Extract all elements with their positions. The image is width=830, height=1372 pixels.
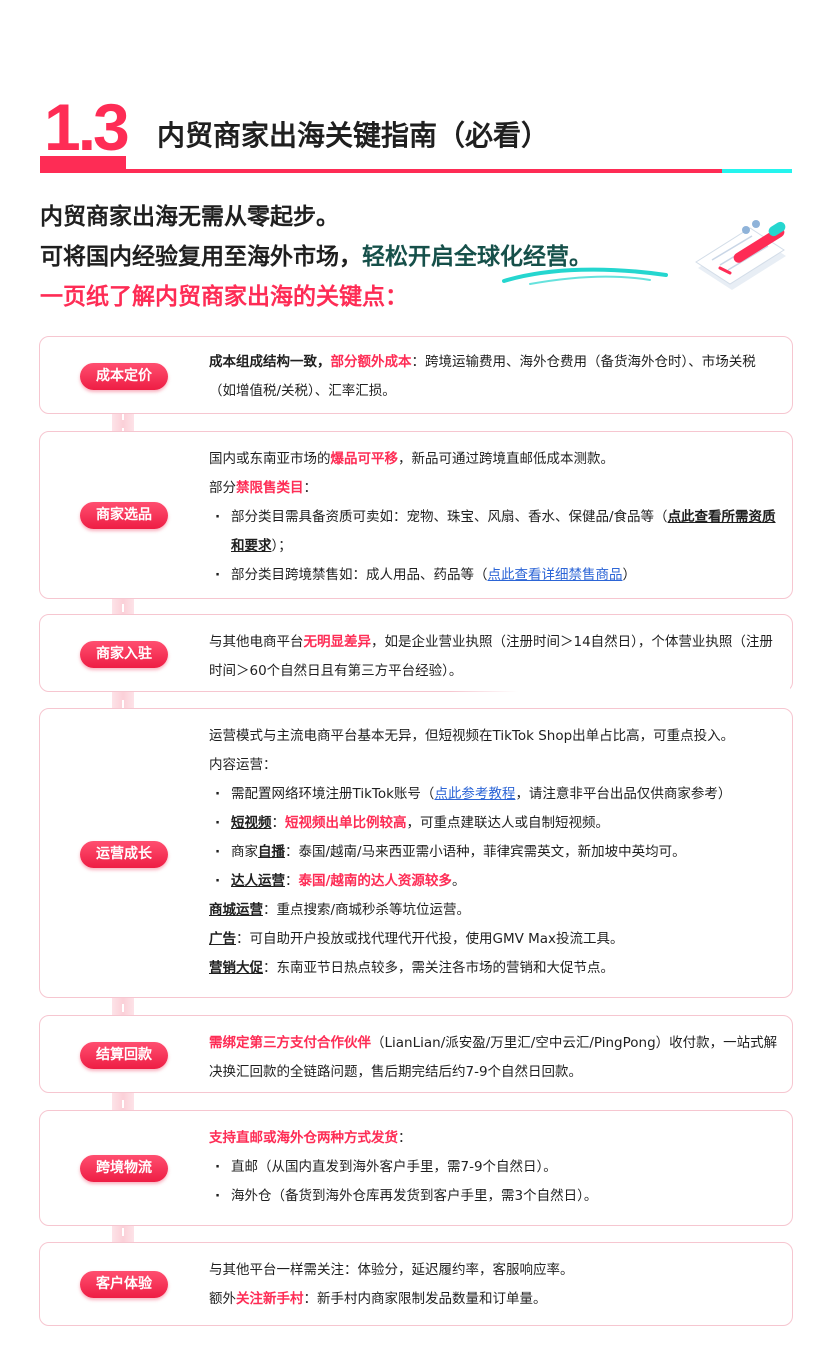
tag-operations-growth: 运营成长 <box>80 841 168 868</box>
intro-line-2-b: 轻松开启全球化经营。 <box>362 244 592 270</box>
logistics-bullet-1: 直邮（从国内直发到海外客户手里，需7-9个自然日）。 <box>209 1153 781 1182</box>
selection-p1: 国内或东南亚市场的爆品可平移，新品可通过跨境直邮低成本测款。 <box>209 451 614 467</box>
ops-bullet-3: 商家自播：泰国/越南/马来西亚需小语种，菲律宾需英文，新加坡中英均可。 <box>209 838 781 867</box>
tag-product-selection: 商家选品 <box>80 502 168 529</box>
ops-p3: 商城运营：重点搜索/商城秒杀等坑位运营。 <box>209 902 471 918</box>
content-operations-growth: 运营模式与主流电商平台基本无异，但短视频在TikTok Shop出单占比高，可重… <box>209 722 781 983</box>
card-cost-pricing <box>39 336 793 414</box>
cost-paragraph: 成本组成结构一致，部分额外成本：跨境运输费用、海外仓费用（备货海外仓时）、市场关… <box>209 354 756 399</box>
tag-settlement: 结算回款 <box>80 1042 168 1069</box>
selection-bullet-1: 部分类目需具备资质可卖如：宠物、珠宝、风扇、香水、保健品/食品等（点此查看所需资… <box>209 503 781 561</box>
selection-p2: 部分禁限售类目： <box>209 480 317 496</box>
content-cost-pricing: 成本组成结构一致，部分额外成本：跨境运输费用、海外仓费用（备货海外仓时）、市场关… <box>209 348 781 406</box>
settlement-paragraph: 需绑定第三方支付合作伙伴（LianLian/派安盈/万里汇/空中云汇/PingP… <box>209 1035 778 1080</box>
page-title: 内贸商家出海关键指南（必看） <box>157 119 550 152</box>
ops-bullet-1: 需配置网络环境注册TikTok账号（点此参考教程，请注意非平台出品仅供商家参考） <box>209 780 781 809</box>
tag-customer-experience: 客户体验 <box>80 1271 168 1298</box>
content-settlement: 需绑定第三方支付合作伙伴（LianLian/派安盈/万里汇/空中云汇/PingP… <box>209 1029 781 1087</box>
intro-line-1: 内贸商家出海无需从零起步。 <box>40 197 690 237</box>
ops-p2: 内容运营： <box>209 757 277 773</box>
header-divider-accent <box>40 169 722 173</box>
tutorial-link[interactable]: 点此参考教程 <box>434 786 516 802</box>
prohibited-items-link[interactable]: 点此查看详细禁售商品 <box>487 567 623 583</box>
header-divider-cyan <box>722 169 792 173</box>
notepad-pen-icon <box>695 220 786 290</box>
section-header: 1.3 内贸商家出海关键指南（必看） <box>40 92 790 174</box>
intro-line-2-a: 可将国内经验复用至海外市场， <box>40 244 362 270</box>
ops-bullet-2: 短视频：短视频出单比例较高，可重点建联达人或自制短视频。 <box>209 809 781 838</box>
underline-swoosh-icon <box>502 267 668 285</box>
faded-overlay <box>450 684 790 710</box>
ops-p4: 广告：可自助开户投放或找代理代开代投，使用GMV Max投流工具。 <box>209 931 624 947</box>
ops-p1: 运营模式与主流电商平台基本无异，但短视频在TikTok Shop出单占比高，可重… <box>209 728 735 744</box>
experience-p2: 额外关注新手村：新手村内商家限制发品数量和订单量。 <box>209 1291 547 1307</box>
logistics-p1: 支持直邮或海外仓两种方式发货： <box>209 1130 412 1146</box>
logistics-bullet-2: 海外仓（备货到海外仓库再发货到客户手里，需3个自然日）。 <box>209 1182 781 1211</box>
intro-line-3-text: 一页纸了解内贸商家出海的关键点： <box>40 284 408 310</box>
intro-block: 内贸商家出海无需从零起步。 可将国内经验复用至海外市场，轻松开启全球化经营。 一… <box>40 197 690 317</box>
ops-p5: 营销大促：东南亚节日热点较多，需关注各市场的营销和大促节点。 <box>209 960 614 976</box>
ops-bullet-4: 达人运营：泰国/越南的达人资源较多。 <box>209 867 781 896</box>
intro-line-2: 可将国内经验复用至海外市场，轻松开启全球化经营。 <box>40 237 690 277</box>
tag-merchant-onboarding: 商家入驻 <box>80 641 168 668</box>
intro-line-3: 一页纸了解内贸商家出海的关键点： <box>40 277 690 317</box>
selection-bullet-2: 部分类目跨境禁售如：成人用品、药品等（点此查看详细禁售商品） <box>209 561 781 590</box>
intro-line-1-text: 内贸商家出海无需从零起步。 <box>40 204 339 230</box>
tag-cost-pricing: 成本定价 <box>80 363 168 390</box>
content-merchant-onboarding: 与其他电商平台无明显差异，如是企业营业执照（注册时间＞14自然日），个体营业执照… <box>209 628 781 686</box>
content-logistics: 支持直邮或海外仓两种方式发货： 直邮（从国内直发到海外客户手里，需7-9个自然日… <box>209 1124 781 1211</box>
experience-p1: 与其他平台一样需关注：体验分，延迟履约率，客服响应率。 <box>209 1262 574 1278</box>
section-number: 1.3 <box>44 90 130 164</box>
qualification-link[interactable]: 点此查看所需资质和要求 <box>231 509 776 554</box>
section-number-bar <box>40 156 126 170</box>
onboarding-paragraph: 与其他电商平台无明显差异，如是企业营业执照（注册时间＞14自然日），个体营业执照… <box>209 634 773 679</box>
tag-logistics: 跨境物流 <box>80 1155 168 1182</box>
content-customer-experience: 与其他平台一样需关注：体验分，延迟履约率，客服响应率。 额外关注新手村：新手村内… <box>209 1256 781 1314</box>
content-product-selection: 国内或东南亚市场的爆品可平移，新品可通过跨境直邮低成本测款。 部分禁限售类目： … <box>209 445 781 590</box>
